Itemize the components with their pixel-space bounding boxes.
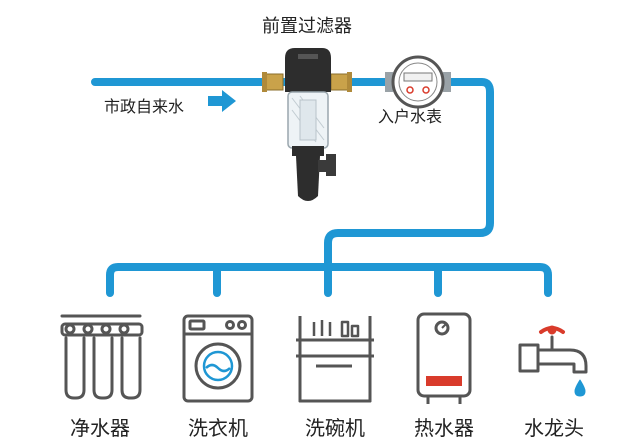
heater-label: 热水器 xyxy=(414,416,474,440)
dishwasher-label: 洗碗机 xyxy=(305,416,365,440)
faucet-icon xyxy=(518,325,588,397)
flow-arrow-icon xyxy=(208,90,236,112)
distribution-pipe xyxy=(106,263,552,297)
pre-filter-icon xyxy=(262,48,352,201)
meter-label: 入户水表 xyxy=(378,107,443,126)
faucet-label: 水龙头 xyxy=(524,416,584,440)
filter-title: 前置过滤器 xyxy=(262,16,352,37)
water-heater-icon xyxy=(416,312,472,404)
inlet-label: 市政自来水 xyxy=(104,97,185,116)
dishwasher-icon xyxy=(296,316,374,403)
water-purifier-icon xyxy=(60,314,144,400)
water-meter-icon xyxy=(385,55,451,109)
washing-machine-icon xyxy=(182,314,254,403)
supply-pipe xyxy=(91,78,494,297)
purifier-label: 净水器 xyxy=(70,416,130,440)
washer-label: 洗衣机 xyxy=(188,416,248,440)
